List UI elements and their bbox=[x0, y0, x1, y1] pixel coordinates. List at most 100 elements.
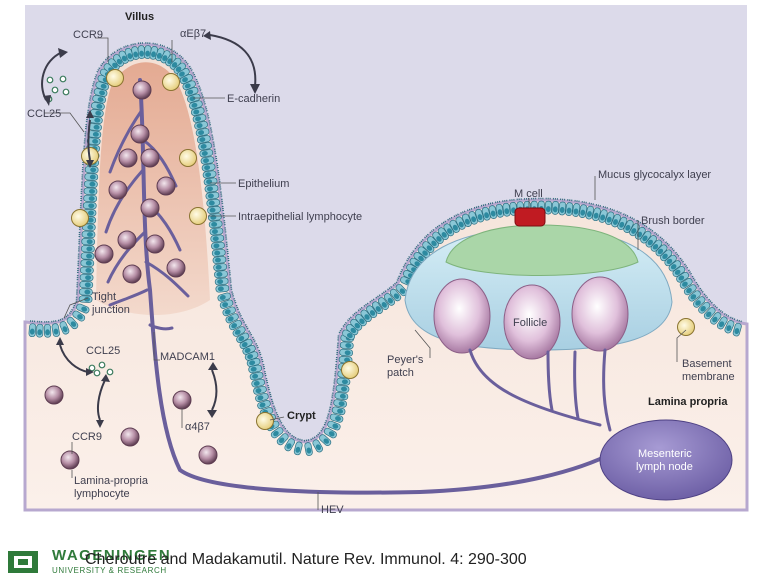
epithelial-cell bbox=[189, 99, 207, 110]
epithelial-cell bbox=[331, 391, 349, 401]
label-ccr9-bottom: CCR9 bbox=[72, 431, 102, 443]
epithelial-cell bbox=[214, 270, 231, 279]
lamina-propria-lymphocyte bbox=[130, 124, 150, 144]
epithelial-cell bbox=[190, 106, 208, 116]
epithelial-cell bbox=[28, 320, 37, 338]
epithelial-cell bbox=[502, 199, 511, 217]
m-cell bbox=[514, 207, 546, 227]
label-tight-junction-line1: Tight bbox=[92, 291, 116, 303]
epithelial-cell bbox=[78, 230, 96, 239]
leader-lines bbox=[44, 37, 687, 510]
arrow-heads bbox=[43, 31, 260, 428]
epithelial-cell bbox=[284, 434, 298, 452]
label-ccr9-top: CCR9 bbox=[73, 29, 103, 41]
epithelial-cell bbox=[173, 59, 190, 74]
lamina-propria-lymphocyte bbox=[172, 390, 192, 410]
lamina-propria-lymphocyte bbox=[140, 198, 160, 218]
epithelial-cell bbox=[192, 113, 210, 123]
label-crypt: Crypt bbox=[287, 410, 316, 422]
lamina-propria-lymphocyte bbox=[156, 176, 176, 196]
epithelial-cell bbox=[320, 425, 337, 439]
label-brush-border: Brush border bbox=[641, 215, 705, 227]
epithelial-cell bbox=[198, 141, 216, 151]
blood-vessels bbox=[104, 78, 617, 495]
intraepithelial-lymphocyte bbox=[677, 318, 695, 336]
epithelial-cell bbox=[716, 312, 730, 330]
epithelial-cell bbox=[480, 203, 491, 221]
lamina-propria-lymphocyte bbox=[198, 445, 218, 465]
intraepithelial-lymphocyte bbox=[106, 69, 124, 87]
label-lamina-propria: Lamina propria bbox=[648, 396, 728, 408]
label-peyers-patch-line2: patch bbox=[387, 367, 414, 379]
label-ccl25-top: CCL25 bbox=[27, 108, 61, 120]
epithelial-cell bbox=[724, 316, 737, 334]
label-basement-membrane-line2: membrane bbox=[682, 371, 735, 383]
epithelial-cell bbox=[429, 228, 444, 244]
epithelial-cell bbox=[215, 284, 233, 293]
mesenteric-lymph-node bbox=[599, 419, 733, 501]
label-mucus-glycocalyx-layer: Mucus glycocalyx layer bbox=[598, 169, 711, 181]
villus-core bbox=[96, 62, 210, 315]
epithelial-cell bbox=[85, 115, 103, 125]
epithelial-cell bbox=[668, 257, 685, 272]
epithelial-cell bbox=[210, 234, 228, 243]
epithelial-cell bbox=[683, 281, 701, 296]
lamina-propria-lymphocyte bbox=[140, 148, 160, 168]
epithelial-cell bbox=[693, 293, 709, 308]
epithelial-cell bbox=[91, 80, 109, 91]
follicle-cell bbox=[433, 278, 491, 354]
logo-subtitle: UNIVERSITY & RESEARCH bbox=[52, 566, 167, 575]
epithelium bbox=[28, 42, 743, 456]
epithelial-cell bbox=[387, 285, 402, 302]
epithelial-cell bbox=[217, 291, 235, 302]
epithelial-cell bbox=[598, 205, 609, 223]
label-mesenteric-lymph-node-line2: lymph node bbox=[636, 461, 693, 473]
epithelial-cell bbox=[206, 198, 224, 207]
epithelial-cell bbox=[83, 137, 101, 146]
subepithelial-dome bbox=[445, 224, 639, 276]
lamina-propria-lymphocyte bbox=[60, 450, 80, 470]
chemokine-dots-bottom bbox=[88, 361, 114, 377]
epithelial-cell bbox=[381, 289, 396, 306]
epithelial-cell bbox=[57, 317, 70, 335]
epithelial-cell bbox=[672, 263, 689, 277]
intraepithelial-lymphocyte bbox=[256, 412, 274, 430]
label-epithelium: Epithelium bbox=[238, 178, 289, 190]
epithelial-cell bbox=[617, 213, 630, 231]
epithelial-cell bbox=[336, 348, 354, 357]
label-ccl25-bottom: CCL25 bbox=[86, 345, 120, 357]
epithelial-cell bbox=[329, 398, 347, 408]
lamina-propria-lymphocyte bbox=[117, 230, 137, 250]
epithelial-cell bbox=[248, 364, 266, 374]
epithelial-cell bbox=[565, 199, 574, 216]
epithelial-cell bbox=[225, 311, 243, 324]
intraepithelial-lymphocyte bbox=[341, 361, 359, 379]
gut-mucosa-diagram: Villus CCR9 αEβ7 E-cadherin CCL25 Epithe… bbox=[23, 5, 749, 516]
epithelial-cell bbox=[202, 170, 220, 179]
lamina-propria-lymphocyte bbox=[145, 234, 165, 254]
epithelial-cell bbox=[194, 120, 212, 130]
epithelial-cell bbox=[572, 199, 581, 217]
epithelial-cell bbox=[199, 148, 217, 158]
epithelial-cell bbox=[130, 42, 140, 60]
epithelial-cell bbox=[276, 430, 292, 446]
label-villus: Villus bbox=[125, 11, 154, 23]
epithelial-cell bbox=[80, 194, 98, 203]
label-lamina-propria-lymphocyte-line1: Lamina-propria bbox=[74, 475, 149, 487]
logo-wordmark: WAGENINGEN bbox=[52, 547, 172, 564]
label-basement-membrane-line1: Basement bbox=[682, 358, 732, 370]
epithelial-cell bbox=[87, 101, 105, 111]
lamina-propria-lymphocyte bbox=[44, 385, 64, 405]
label-follicle: Follicle bbox=[513, 317, 547, 329]
epithelial-cell bbox=[76, 273, 94, 282]
label-alpha-e-beta-7: αEβ7 bbox=[180, 28, 206, 40]
epithelial-cell bbox=[90, 87, 108, 97]
intraepithelial-lymphocyte bbox=[179, 149, 197, 167]
lamina-propria-lymphocyte bbox=[120, 427, 140, 447]
label-madcam1: MADCAM1 bbox=[160, 351, 215, 363]
epithelial-cell bbox=[176, 65, 194, 79]
epithelial-cell bbox=[81, 165, 99, 174]
lamina-propria-lymphocytes bbox=[44, 80, 218, 470]
epithelial-cell bbox=[645, 231, 660, 248]
epithelial-cell bbox=[77, 245, 95, 253]
